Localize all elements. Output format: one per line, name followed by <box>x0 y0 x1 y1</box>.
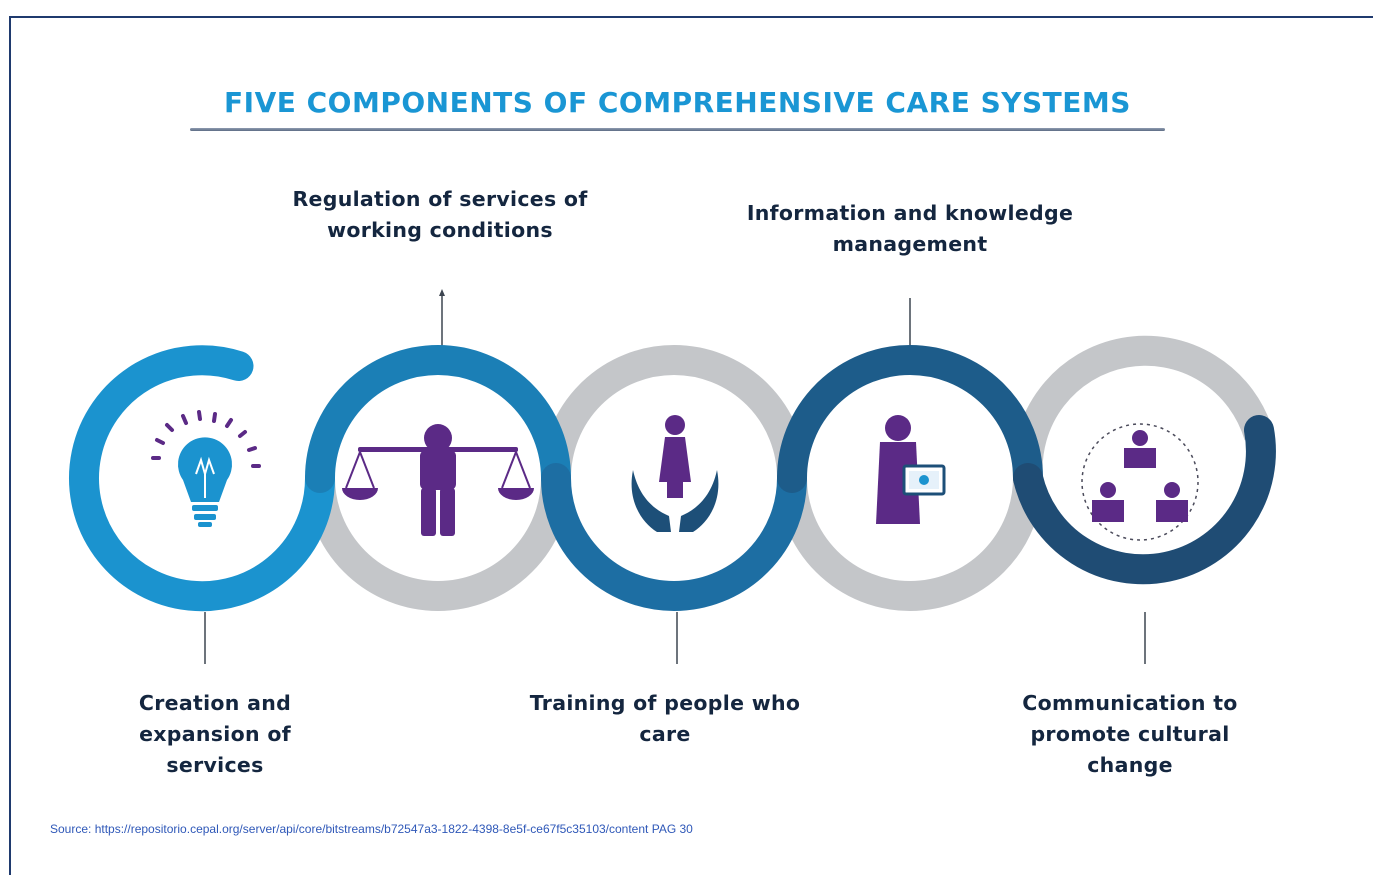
grey-arc-4 <box>1012 335 1274 480</box>
blue-arc-2 <box>305 345 571 493</box>
title-underline <box>190 128 1165 131</box>
label-regulation: Regulation of services of working condit… <box>292 187 588 242</box>
grey-arc-3 <box>777 477 1043 611</box>
label-information: Information and knowledge management <box>746 201 1074 256</box>
blue-arc-3 <box>541 463 807 611</box>
group-of-people-icon <box>1081 423 1199 541</box>
blue-arc-5 <box>1013 415 1276 585</box>
connector-arrow-regulation <box>439 289 445 296</box>
person-in-hands-icon <box>631 415 719 532</box>
page-title: FIVE COMPONENTS OF COMPREHENSIVE CARE SY… <box>224 86 1131 119</box>
person-with-laptop-icon <box>876 415 946 524</box>
figure-frame <box>9 16 1373 875</box>
blue-arc-4 <box>777 345 1043 493</box>
source-citation: Source: https://repositorio.cepal.org/se… <box>50 822 693 836</box>
blue-loop-1 <box>69 345 335 612</box>
label-training: Training of people who care <box>529 691 801 746</box>
label-creation: Creation and expansion of services <box>138 691 292 777</box>
label-communication: Communication to promote cultural change <box>1022 691 1238 777</box>
grey-arc-1 <box>305 477 571 611</box>
grey-arc-2 <box>541 345 807 479</box>
lightbulb-icon <box>151 410 261 527</box>
scales-of-justice-person-icon <box>342 424 534 536</box>
